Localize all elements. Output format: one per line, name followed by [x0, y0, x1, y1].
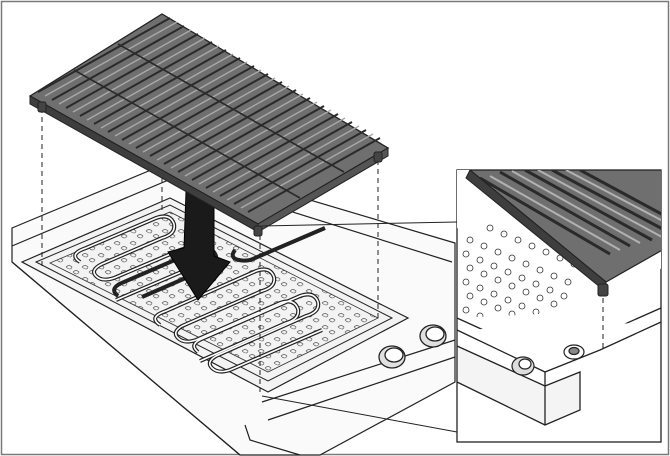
- grill-grate: [28, 13, 390, 233]
- support-foot: [37, 101, 383, 237]
- callout-leader-lines: [261, 221, 458, 433]
- alignment-guide-lines: [41, 108, 379, 392]
- detail-inset: [456, 169, 662, 443]
- perforated-tray: [462, 224, 578, 320]
- grill-grate-detail: [465, 170, 661, 297]
- tray-frame: [457, 307, 661, 426]
- foot-socket-icon: [563, 344, 585, 360]
- control-knob: [419, 324, 447, 348]
- screw-icon: [511, 356, 535, 376]
- control-knob: [378, 345, 406, 369]
- down-arrow-icon: [167, 191, 231, 301]
